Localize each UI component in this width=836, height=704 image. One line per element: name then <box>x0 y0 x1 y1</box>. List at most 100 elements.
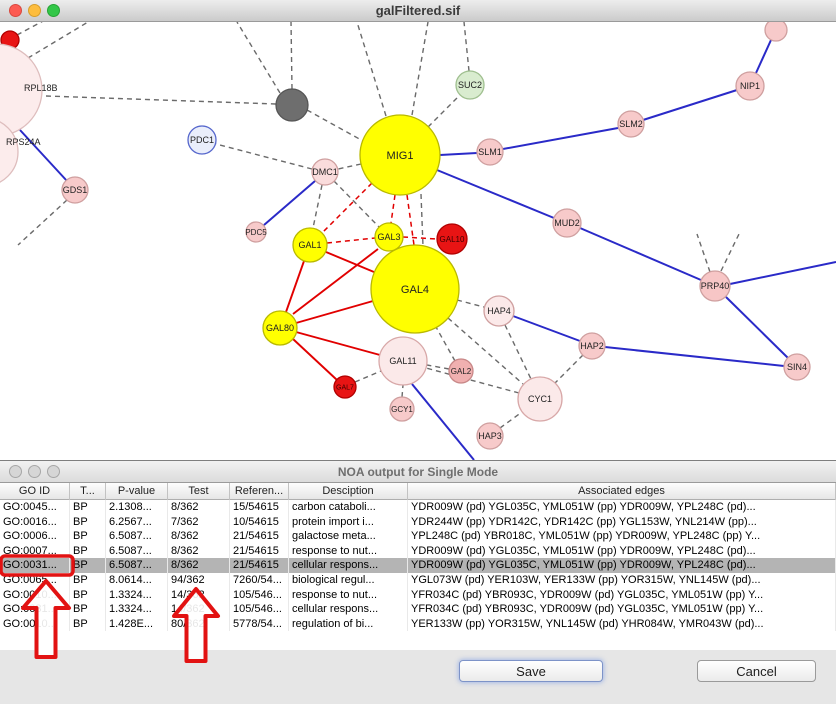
minimize-button[interactable] <box>28 465 41 478</box>
network-edge[interactable] <box>312 184 323 229</box>
network-node-NIP1[interactable] <box>735 71 765 101</box>
network-edge[interactable] <box>435 326 456 362</box>
network-edge[interactable] <box>236 21 281 94</box>
network-edge[interactable] <box>326 237 376 244</box>
network-edge[interactable] <box>755 39 772 74</box>
network-node-HAP3[interactable] <box>476 422 504 450</box>
close-button[interactable] <box>9 4 22 17</box>
network-edge[interactable] <box>512 315 581 342</box>
network-edge[interactable] <box>401 384 404 398</box>
column-header-2[interactable]: P-value <box>106 483 168 500</box>
network-node-PDC5[interactable] <box>245 221 267 243</box>
network-node-MIG1[interactable] <box>359 114 441 196</box>
network-edge[interactable] <box>333 180 380 228</box>
network-node-GAL1[interactable] <box>292 227 328 263</box>
network-edge[interactable] <box>579 227 702 281</box>
network-node-GAL2[interactable] <box>448 358 474 384</box>
network-node-GAL10[interactable] <box>436 223 468 255</box>
network-edge[interactable] <box>456 299 485 308</box>
network-edge[interactable] <box>295 300 374 324</box>
network-edge[interactable] <box>729 261 836 285</box>
column-header-3[interactable]: Test <box>168 483 230 500</box>
network-edge[interactable] <box>337 163 362 170</box>
cancel-button[interactable]: Cancel <box>697 660 816 682</box>
network-edge[interactable] <box>356 21 387 117</box>
network-node-GAL4[interactable] <box>370 244 460 334</box>
network-node-GDS1[interactable] <box>61 176 89 204</box>
network-node-PRP40[interactable] <box>699 270 731 302</box>
zoom-button[interactable] <box>47 465 60 478</box>
network-edge[interactable] <box>725 296 789 359</box>
network-node-GAL7[interactable] <box>333 375 357 399</box>
network-edge[interactable] <box>696 233 711 273</box>
network-edge[interactable] <box>447 317 524 385</box>
network-edge[interactable] <box>295 331 381 356</box>
network-node-SUC2[interactable] <box>455 70 485 100</box>
network-node-SLM1[interactable] <box>476 138 504 166</box>
network-edge[interactable] <box>554 354 584 384</box>
network-edge[interactable] <box>425 367 520 394</box>
network-edge[interactable] <box>642 89 738 121</box>
save-button[interactable]: Save <box>459 660 603 682</box>
network-node-gray-node[interactable] <box>275 88 309 122</box>
network-edge[interactable] <box>290 20 293 90</box>
column-header-1[interactable]: T... <box>70 483 106 500</box>
minimize-button[interactable] <box>28 4 41 17</box>
network-node-GAL3[interactable] <box>374 222 404 252</box>
network-edge[interactable] <box>45 95 277 105</box>
network-edge[interactable] <box>604 346 785 367</box>
network-edge[interactable] <box>292 338 338 381</box>
network-edge[interactable] <box>263 180 316 226</box>
network-node-SLM2[interactable] <box>617 110 645 138</box>
network-edge[interactable] <box>321 182 373 234</box>
network-node-DMC1[interactable] <box>311 158 339 186</box>
network-node-HAP2[interactable] <box>578 332 606 360</box>
network-node-top-right[interactable] <box>764 18 788 42</box>
network-edge[interactable] <box>19 129 68 182</box>
column-header-6[interactable]: Associated edges <box>408 483 836 500</box>
network-node-PDC1[interactable] <box>187 125 217 155</box>
network-node-RPL18B[interactable] <box>0 43 43 137</box>
network-node-CYC1[interactable] <box>517 376 563 422</box>
network-edge[interactable] <box>17 199 68 246</box>
network-edge[interactable] <box>402 236 438 240</box>
network-edge[interactable] <box>411 21 429 116</box>
network-edge[interactable] <box>325 251 375 273</box>
column-header-4[interactable]: Referen... <box>230 483 289 500</box>
network-edge[interactable] <box>27 21 89 59</box>
network-node-GAL11[interactable] <box>378 336 428 386</box>
network-edge[interactable] <box>306 109 364 142</box>
network-edge[interactable] <box>439 152 478 156</box>
network-node-HAP4[interactable] <box>483 295 515 327</box>
close-button[interactable] <box>9 465 22 478</box>
network-edge[interactable] <box>502 127 619 150</box>
network-node-GCY1[interactable] <box>389 396 415 422</box>
network-edge[interactable] <box>427 94 461 128</box>
network-edge[interactable] <box>463 21 470 72</box>
network-edge[interactable] <box>426 364 450 370</box>
network-node-GAL80[interactable] <box>262 310 298 346</box>
network-edge[interactable] <box>390 194 396 224</box>
network-edge[interactable] <box>436 169 555 219</box>
network-edge[interactable] <box>504 324 532 380</box>
network-edge[interactable] <box>285 260 305 313</box>
network-edge[interactable] <box>354 370 382 383</box>
network-node-RPS24A[interactable] <box>0 118 19 186</box>
network-edge[interactable] <box>292 248 379 315</box>
network-edge[interactable] <box>720 233 740 272</box>
zoom-button[interactable] <box>47 4 60 17</box>
column-header-0[interactable]: GO ID <box>0 483 70 500</box>
network-edge[interactable] <box>411 383 475 460</box>
network-node-MUD2[interactable] <box>552 208 582 238</box>
network-edge[interactable] <box>499 411 523 429</box>
